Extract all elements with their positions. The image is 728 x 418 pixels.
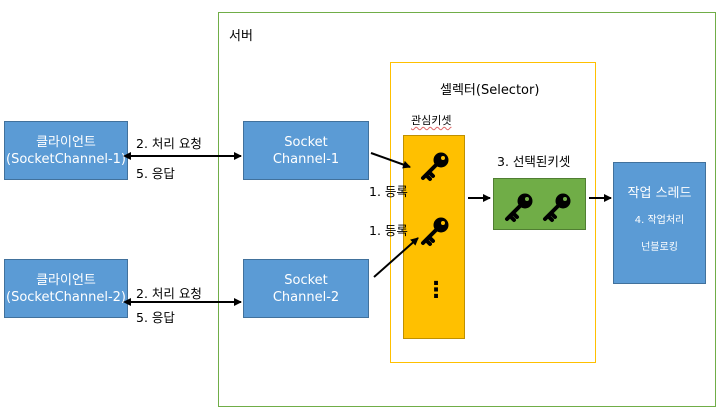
selected-keys-label-text: 3. 선택된키셋	[497, 154, 571, 169]
worker-task-label: 4. 작업처리	[634, 215, 685, 226]
socket-channel-2-line1: Socket	[284, 272, 328, 288]
socket-channel-1-line1: Socket	[284, 134, 328, 150]
client-1-box: 클라이언트 (SocketChannel-1)	[4, 121, 128, 180]
key-icon	[421, 150, 451, 181]
selector-container	[390, 62, 596, 363]
server-label: 서버	[229, 29, 253, 44]
client-1-title: 클라이언트	[36, 134, 96, 150]
client-1-channel: (SocketChannel-1)	[6, 151, 126, 167]
socket-channel-1-line2: Channel-1	[272, 151, 340, 167]
selected-key-icon	[543, 191, 573, 222]
register-1-arrow	[370, 152, 411, 169]
register-2-label: 1. 등록	[369, 223, 408, 238]
server-container	[218, 12, 716, 407]
worker-thread-title: 작업 스레드	[627, 186, 692, 201]
client-2-response-label: 5. 응답	[136, 310, 175, 325]
socket-channel-2-box: Socket Channel-2	[243, 259, 369, 318]
selected-key-icon	[505, 191, 535, 222]
selected-keys-box	[493, 178, 586, 230]
selected-keys-label: 3. 선택된키셋	[497, 151, 570, 170]
client-2-box: 클라이언트 (SocketChannel-2)	[4, 259, 128, 318]
client-1-response-label: 5. 응답	[136, 166, 175, 181]
client-2-title: 클라이언트	[36, 272, 96, 288]
interest-keys-label: 관심키셋	[411, 114, 452, 127]
client-2-request-label: 2. 처리 요청	[136, 286, 202, 301]
selector-label: 셀렉터(Selector)	[440, 83, 540, 98]
register-2-arrow	[373, 237, 419, 278]
register-1-label: 1. 등록	[369, 184, 408, 199]
more-keys-ellipsis: ⋮	[425, 278, 447, 303]
key-icon	[421, 215, 451, 246]
client-2-channel: (SocketChannel-2)	[6, 289, 126, 305]
worker-mode-label: 넌블로킹	[641, 242, 678, 253]
socket-channel-1-box: Socket Channel-1	[243, 121, 369, 180]
worker-thread-box: 작업 스레드 4. 작업처리 넌블로킹	[613, 162, 706, 284]
socket-channel-2-line2: Channel-2	[272, 289, 340, 305]
client-1-request-label: 2. 처리 요청	[136, 136, 202, 151]
